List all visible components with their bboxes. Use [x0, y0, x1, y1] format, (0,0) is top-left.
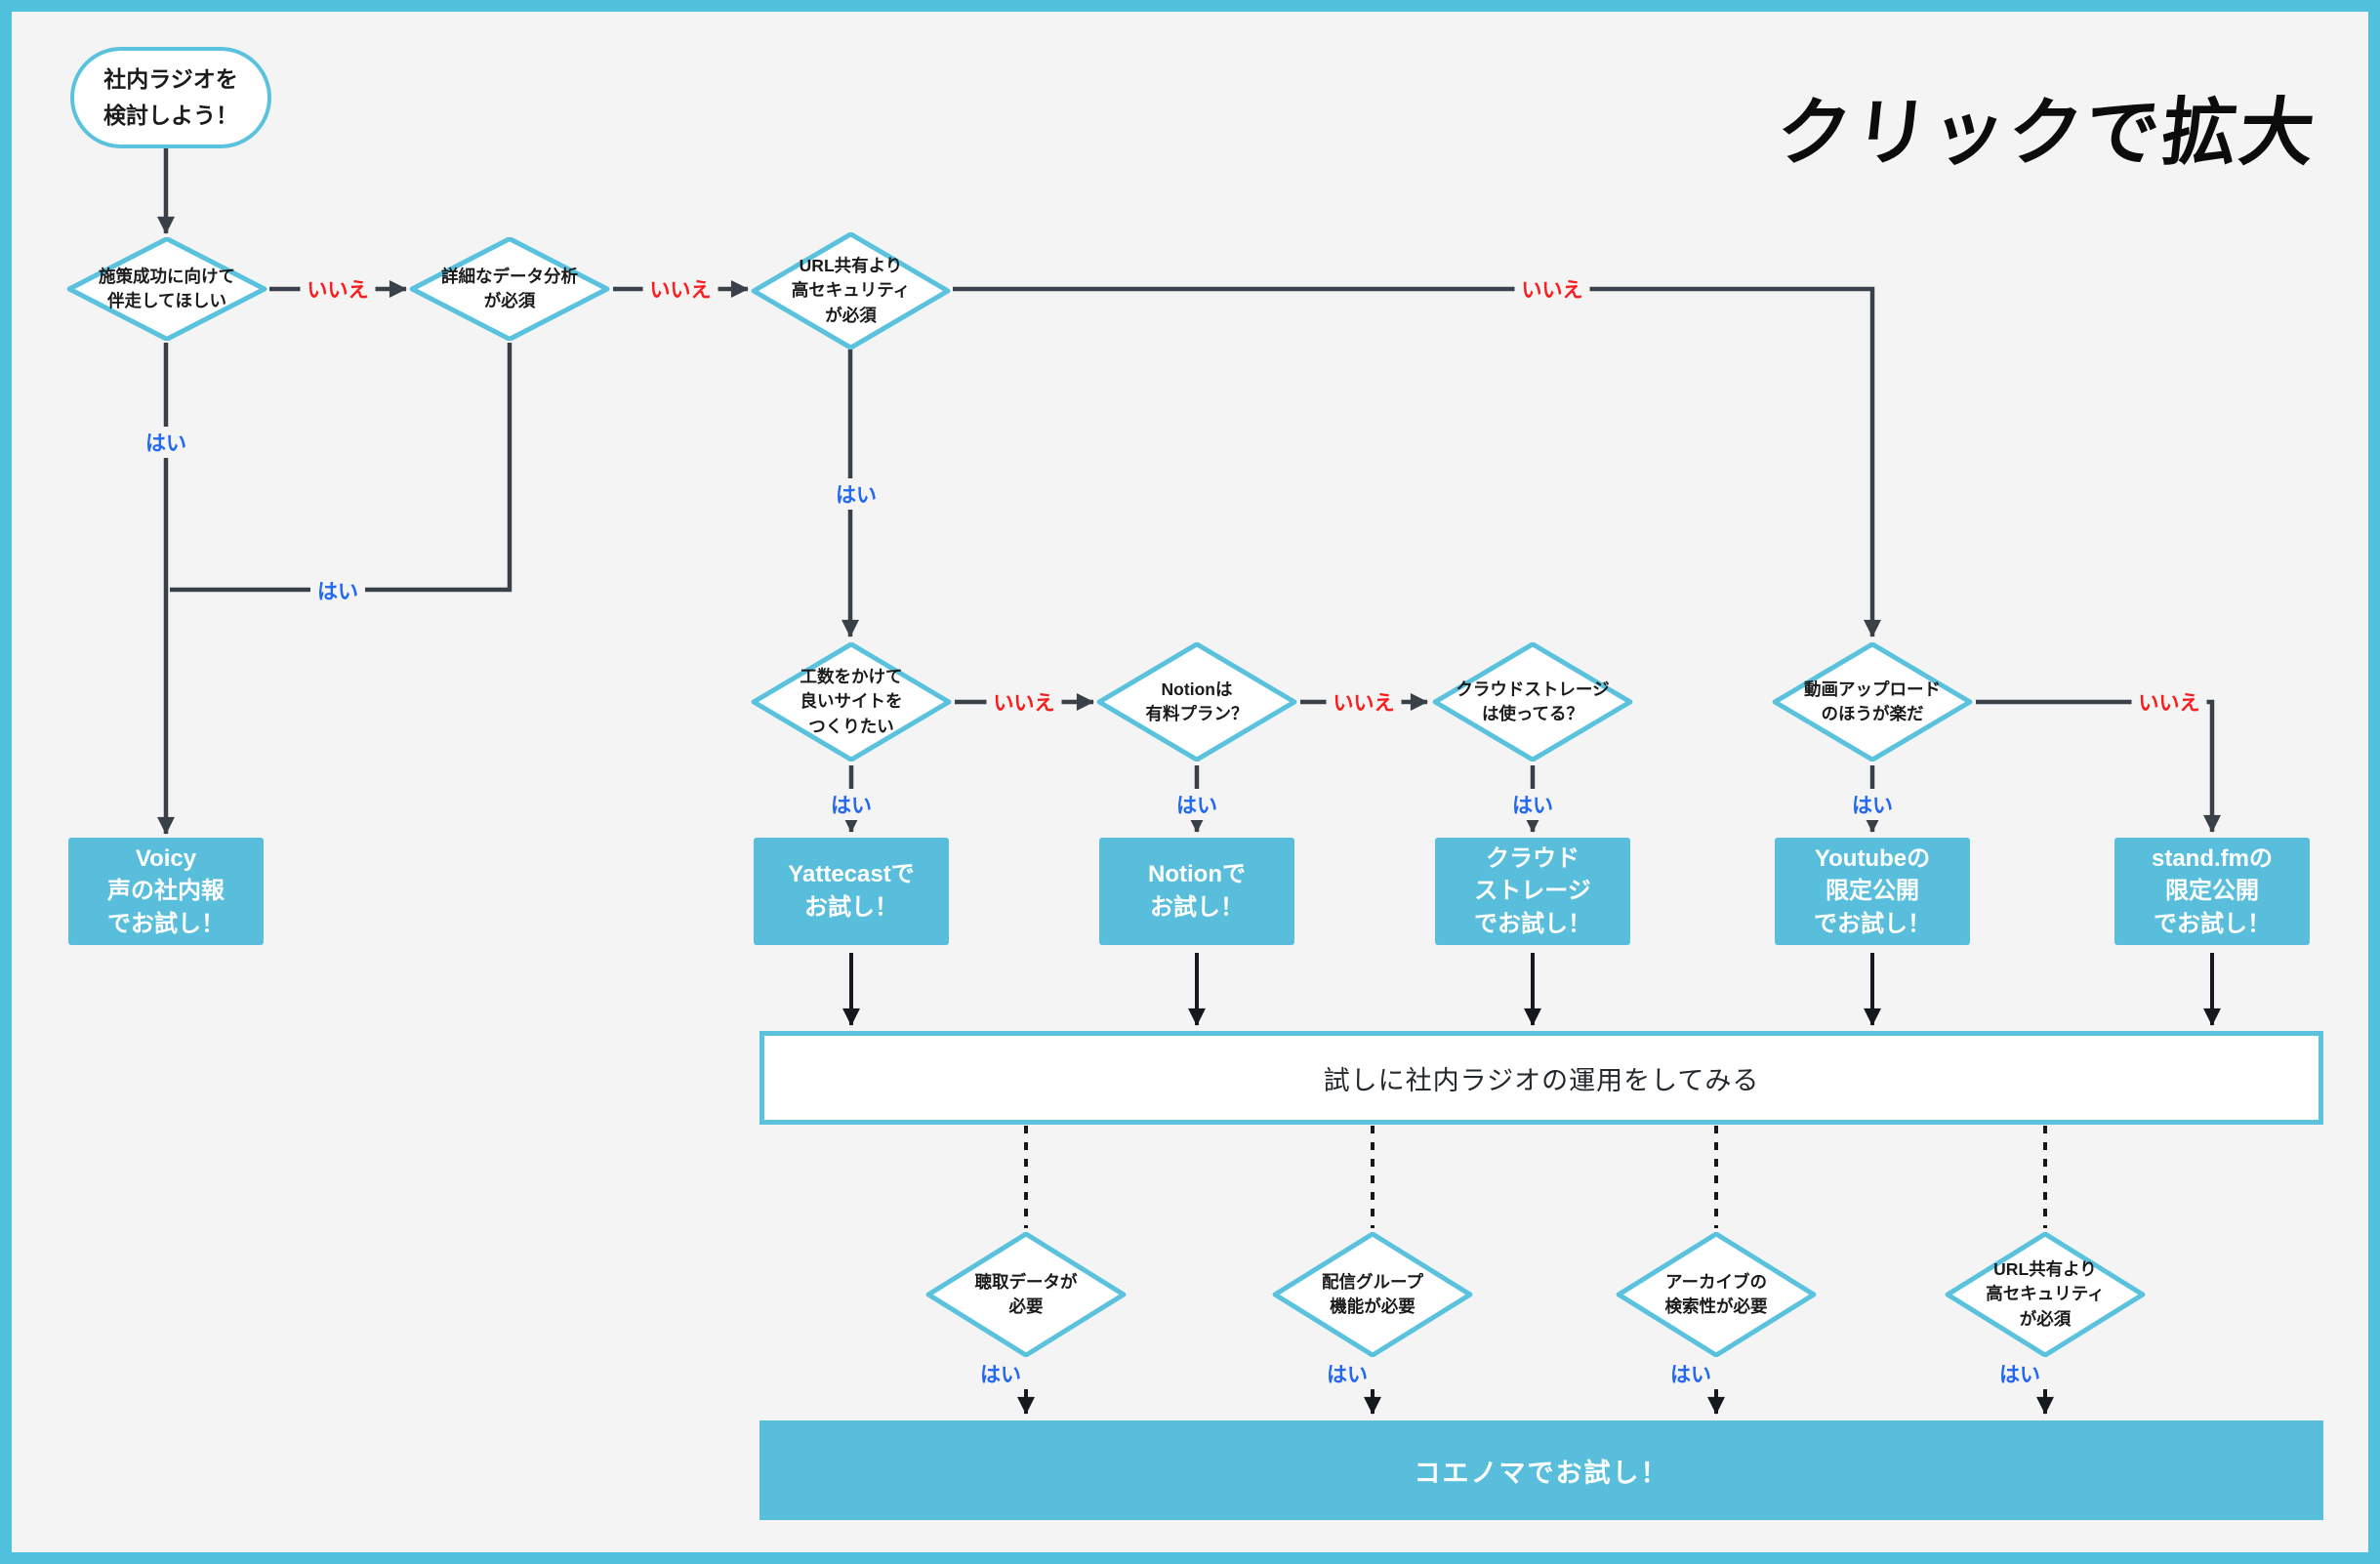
diamond-shape: [1272, 1232, 1473, 1357]
decision-listening-data: 聴取データが 必要: [925, 1232, 1127, 1357]
diamond-shape: [751, 642, 952, 761]
edge-label-no: いいえ: [300, 273, 376, 305]
edge-label-no: いいえ: [2131, 686, 2207, 718]
edge-label-yes: はい: [829, 478, 883, 510]
result-notion: Notionで お試し！: [1099, 838, 1294, 945]
decision-security: URL共有より 高セキュリティ が必須: [751, 232, 951, 350]
result-yattecast: Yattecastで お試し！: [754, 838, 949, 945]
diamond-shape: [1616, 1232, 1817, 1357]
decision-archive-search-label: アーカイブの 検索性が必要: [1664, 1271, 1768, 1316]
result-cloud-storage-label: クラウド ストレージ でお試し！: [1474, 844, 1591, 937]
edge-label-yes: はい: [824, 789, 879, 820]
try-operation-label: 試しに社内ラジオの運用をしてみる: [1323, 1065, 1760, 1095]
decision-notion-plan: Notionは 有料プラン？: [1096, 642, 1297, 761]
edge-label-yes: はい: [1845, 789, 1900, 820]
decision-group-function: 配信グループ 機能が必要: [1272, 1232, 1473, 1357]
result-koenoma-bar: コエノマでお試し！: [759, 1420, 2323, 1520]
decision-notion-plan-label: Notionは 有料プラン？: [1145, 679, 1249, 723]
diamond-shape: [1432, 642, 1633, 761]
edge-label-yes: はい: [1169, 789, 1224, 820]
decision-group-function-label: 配信グループ 機能が必要: [1322, 1271, 1423, 1316]
diamond-shape: [925, 1232, 1127, 1357]
decision-support: 施策成功に向けて 伴走してほしい: [66, 237, 267, 341]
result-notion-label: Notionで お試し！: [1148, 861, 1246, 921]
page-title: クリックで拡大: [1772, 92, 2321, 175]
result-voicy-label: Voicy 声の社内報 でお試し！: [107, 844, 225, 937]
result-standfm-label: stand.fmの 限定公開 でお試し！: [2151, 844, 2273, 937]
decision-listening-data-label: 聴取データが 必要: [974, 1271, 1078, 1316]
decision-security-bottom-label: URL共有より 高セキュリティ が必須: [1986, 1258, 2105, 1329]
decision-cloud-storage: クラウドストレージ は使ってる？: [1432, 642, 1633, 761]
decision-archive-search: アーカイブの 検索性が必要: [1616, 1232, 1817, 1357]
edge-label-yes: はい: [973, 1358, 1028, 1389]
edge-label-yes: はい: [1505, 789, 1560, 820]
diamond-shape: [1945, 1232, 2146, 1357]
edge-label-yes: はい: [1992, 1358, 2047, 1389]
decision-security-label: URL共有より 高セキュリティ が必須: [791, 255, 911, 325]
decision-video-upload: 動画アップロード のほうが楽だ: [1772, 642, 1973, 761]
diamond-shape: [1772, 642, 1973, 761]
diamond-shape: [409, 237, 610, 341]
try-operation-box: 試しに社内ラジオの運用をしてみる: [759, 1031, 2323, 1125]
result-voicy: Voicy 声の社内報 でお試し！: [68, 838, 264, 945]
result-youtube-label: Youtubeの 限定公開 でお試し！: [1814, 844, 1931, 937]
result-koenoma-label: コエノマでお試し！: [1414, 1458, 1669, 1488]
edge-label-yes: はい: [1320, 1358, 1375, 1389]
result-standfm: stand.fmの 限定公開 でお試し！: [2114, 838, 2310, 945]
result-yattecast-label: Yattecastで お試し！: [788, 861, 915, 921]
start-node: 社内ラジオを 検討しよう！: [70, 47, 271, 148]
decision-analysis: 詳細なデータ分析 が必須: [409, 237, 610, 341]
decision-site-effort: 工数をかけて 良いサイトを つくりたい: [751, 642, 952, 761]
result-cloud-storage: クラウド ストレージ でお試し！: [1435, 838, 1630, 945]
decision-security-bottom: URL共有より 高セキュリティ が必須: [1945, 1232, 2146, 1357]
edge-label-no: いいえ: [642, 273, 718, 305]
result-youtube: Youtubeの 限定公開 でお試し！: [1775, 838, 1970, 945]
diamond-shape: [66, 237, 267, 341]
decision-analysis-label: 詳細なデータ分析 が必須: [441, 266, 578, 310]
start-node-label: 社内ラジオを 検討しよう！: [103, 66, 238, 128]
diamond-shape: [751, 232, 951, 350]
diamond-shape: [1096, 642, 1297, 761]
edge-label-yes: はい: [1663, 1358, 1718, 1389]
edge-label-no: いいえ: [1514, 273, 1590, 305]
edge-label-yes: はい: [310, 575, 365, 606]
edge-label-yes: はい: [139, 427, 193, 458]
decision-support-label: 施策成功に向けて 伴走してほしい: [99, 266, 235, 310]
edge-label-no: いいえ: [1326, 686, 1402, 718]
decision-site-effort-label: 工数をかけて 良いサイトを つくりたい: [800, 666, 903, 736]
decision-video-upload-label: 動画アップロード のほうが楽だ: [1804, 679, 1941, 723]
decision-cloud-storage-label: クラウドストレージ は使ってる？: [1456, 679, 1610, 723]
edge-label-no: いいえ: [986, 686, 1062, 718]
